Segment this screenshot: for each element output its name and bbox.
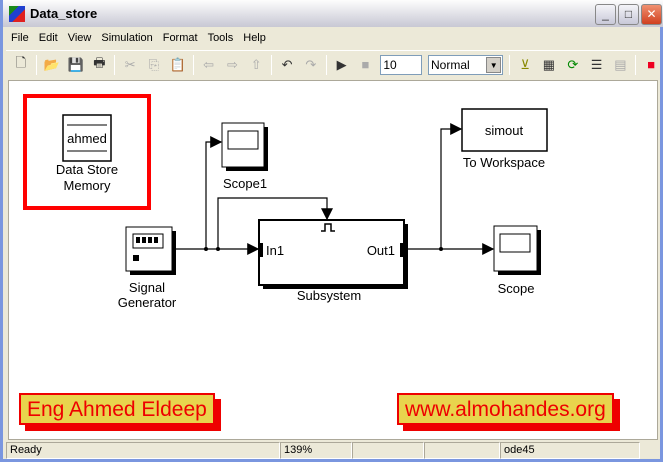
scope-block[interactable]: Scope [493,225,541,296]
open-icon[interactable]: 📂 [43,56,60,72]
highlight-box [23,94,151,210]
menu-bar: File Edit View Simulation Format Tools H… [6,28,660,48]
subsystem-outport-label: Out1 [367,243,395,258]
play-icon[interactable]: ▶ [336,56,347,72]
stop-time-input[interactable]: 10 [380,54,422,75]
up-icon[interactable]: ⇧ [250,56,262,72]
paste-icon[interactable]: 📋 [169,56,186,72]
forward-icon[interactable]: ⇨ [226,56,238,72]
siggen-label: Signal [129,280,165,295]
cut-icon[interactable]: ✂ [124,56,136,72]
menu-file[interactable]: File [11,32,29,44]
data-store-memory-block[interactable]: ahmed Data Store Memory [56,114,118,193]
author-annotation[interactable]: Eng Ahmed Eldeep [19,393,215,425]
to-workspace-label: To Workspace [463,155,545,170]
menu-tools[interactable]: Tools [207,32,234,44]
undo-icon[interactable]: ↶ [281,56,293,72]
refresh-icon[interactable]: ⟳ [567,56,579,72]
close-button[interactable]: ✕ [641,4,662,25]
model-explorer-icon[interactable]: ▤ [614,56,627,72]
dsm-label: Data Store [56,162,118,177]
menu-format[interactable]: Format [162,32,198,44]
resize-grip[interactable] [640,442,660,459]
redo-icon[interactable]: ↷ [305,56,317,72]
simulink-library-icon[interactable]: ■ [647,57,656,72]
subsystem-label: Subsystem [297,288,361,303]
subsystem-block[interactable]: In1 Out1 Subsystem [258,219,408,303]
window-title: Data_store [30,6,98,21]
siggen-label-2: Generator [118,295,177,310]
status-bar: Ready 139% ode45 [6,442,660,459]
save-icon[interactable]: 💾 [67,56,84,72]
dsm-text: ahmed [67,131,107,146]
minimize-button[interactable]: _ [595,4,616,25]
menu-help[interactable]: Help [243,32,266,44]
status-text: Ready [6,442,280,459]
new-icon[interactable]: 🗋 [15,54,27,70]
simulink-icon [9,5,25,22]
to-workspace-text: simout [485,123,524,138]
trigger-icon [321,223,335,232]
maximize-button[interactable]: □ [618,4,639,25]
status-empty-2 [424,442,500,459]
dsm-label-2: Memory [64,178,111,193]
zoom-level: 139% [280,442,352,459]
menu-simulation[interactable]: Simulation [101,32,153,44]
chevron-down-icon[interactable]: ▼ [486,56,502,73]
stop-icon[interactable]: ■ [361,57,370,72]
build-icon[interactable]: ⊻ [520,56,530,72]
library-icon[interactable]: ☰ [590,56,603,72]
status-empty-1 [352,442,424,459]
update-diagram-icon[interactable]: ▦ [542,56,556,72]
toolbar: 🗋 📂 💾 🖶 ✂ ⎘ 📋 ⇦ ⇨ ⇧ ↶ ↷ ▶ ■ 10 Normal ▼ ⊻… [6,50,660,78]
scope1-label: Scope1 [223,176,267,191]
back-icon[interactable]: ⇦ [203,56,215,72]
scope-label: Scope [498,281,535,296]
solver: ode45 [500,442,640,459]
menu-edit[interactable]: Edit [38,32,58,44]
title-bar: Data_store _ □ ✕ [3,0,663,27]
signal-lines[interactable] [172,123,495,255]
subsystem-inport-label: In1 [266,243,284,258]
to-workspace-block[interactable]: simout To Workspace [461,108,548,170]
model-canvas[interactable]: ahmed Data Store Memory Scope1 Signal Ge… [8,80,658,440]
scope1-block[interactable]: Scope1 [221,122,268,191]
signal-generator-block[interactable]: Signal Generator [118,226,177,310]
copy-icon[interactable]: ⎘ [148,56,160,72]
print-icon[interactable]: 🖶 [93,54,106,70]
website-annotation[interactable]: www.almohandes.org [397,393,614,425]
menu-view[interactable]: View [67,32,92,44]
sim-mode-value: Normal [430,57,470,72]
sim-mode-select[interactable]: Normal ▼ [427,54,504,75]
